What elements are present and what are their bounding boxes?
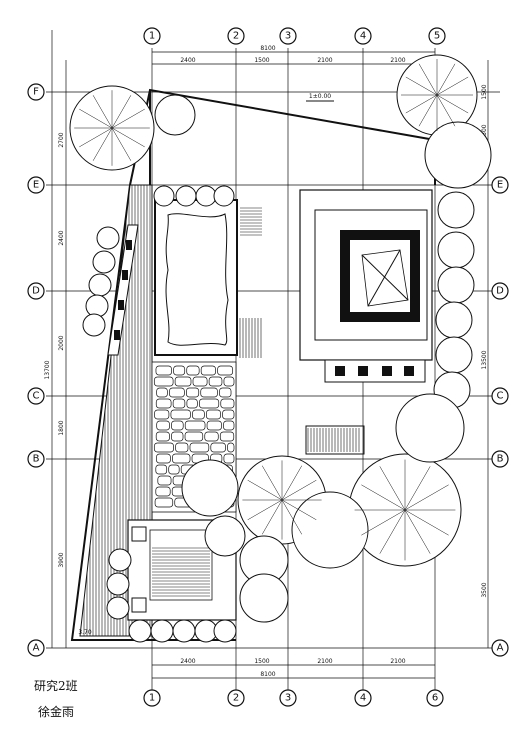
class-label: 研究2班 xyxy=(34,678,78,693)
axis-row-label: C xyxy=(497,391,504,402)
dim-top: 2100 xyxy=(390,57,405,64)
axis-col-label: 6 xyxy=(432,693,438,704)
dim-left: 2700 xyxy=(58,132,65,147)
dim-bottom: 2100 xyxy=(390,658,405,665)
author-block: 研究2班 徐金雨 xyxy=(34,678,78,719)
dim-left: 1800 xyxy=(58,420,65,435)
dim-bottom: 2400 xyxy=(180,658,195,665)
dim-total-top: 8100 xyxy=(260,45,275,52)
pool xyxy=(154,199,238,356)
axis-row-label: A xyxy=(33,643,40,654)
right-axis-bubbles: E D C B A xyxy=(491,176,509,657)
axis-col-label: 4 xyxy=(360,693,366,704)
bench xyxy=(107,224,139,356)
dim-top: 2100 xyxy=(317,57,332,64)
tree-canopy xyxy=(204,515,246,557)
dim-right: 13500 xyxy=(481,350,488,369)
top-axis-bubbles: 1 2 3 4 5 xyxy=(143,27,446,45)
tree-canopy xyxy=(424,121,492,189)
axis-col-label: 5 xyxy=(434,31,440,42)
axis-row-label: A xyxy=(497,643,504,654)
dim-right: 3500 xyxy=(481,582,488,597)
dim-top: 1500 xyxy=(254,57,269,64)
axis-row-label: C xyxy=(33,391,40,402)
dim-bottom: 2100 xyxy=(317,658,332,665)
axis-col-label: 1 xyxy=(149,31,155,42)
axis-row-label: D xyxy=(32,286,40,297)
axis-col-label: 4 xyxy=(360,31,366,42)
author-name: 徐金雨 xyxy=(38,704,74,719)
dim-top: 2400 xyxy=(180,57,195,64)
dim-left-total: 13700 xyxy=(44,360,51,379)
axis-col-label: 2 xyxy=(233,693,239,704)
axis-col-label: 3 xyxy=(285,693,291,704)
axis-row-label: D xyxy=(496,286,504,297)
axis-col-label: 3 xyxy=(285,31,291,42)
steps xyxy=(239,207,365,455)
dim-right: 1500 xyxy=(481,124,488,139)
tree-canopy xyxy=(181,459,239,517)
trees xyxy=(69,54,492,623)
spot-mark: 3.70 xyxy=(78,629,92,636)
dim-bottom: 1500 xyxy=(254,658,269,665)
dim-left: 2400 xyxy=(58,230,65,245)
pavilion xyxy=(299,189,433,383)
bottom-axis-bubbles: 1 2 3 4 6 xyxy=(143,689,444,707)
tree-canopy xyxy=(239,573,289,623)
dim-left: 2000 xyxy=(58,335,65,350)
axis-row-label: E xyxy=(497,180,503,191)
tree-canopy xyxy=(291,491,369,569)
dimension-labels: 8100 2400 1500 2100 2100 2400 1500 2100 … xyxy=(44,45,488,678)
left-axis-bubbles: F E D C B A xyxy=(27,83,45,657)
dim-left: 3900 xyxy=(58,552,65,567)
dim-total-bottom: 8100 xyxy=(260,671,275,678)
axis-col-label: 2 xyxy=(233,31,239,42)
level-mark: 1±0.00 xyxy=(309,93,331,100)
axis-col-label: 1 xyxy=(149,693,155,704)
axis-row-label: F xyxy=(33,87,39,98)
tree-canopy xyxy=(154,94,196,136)
axis-row-label: B xyxy=(33,454,40,465)
dim-right: 1500 xyxy=(481,84,488,99)
axis-row-label: B xyxy=(497,454,504,465)
annotations: 1±0.00 3.70 xyxy=(78,93,334,636)
axis-row-label: E xyxy=(33,180,39,191)
tree-canopy xyxy=(395,393,465,463)
